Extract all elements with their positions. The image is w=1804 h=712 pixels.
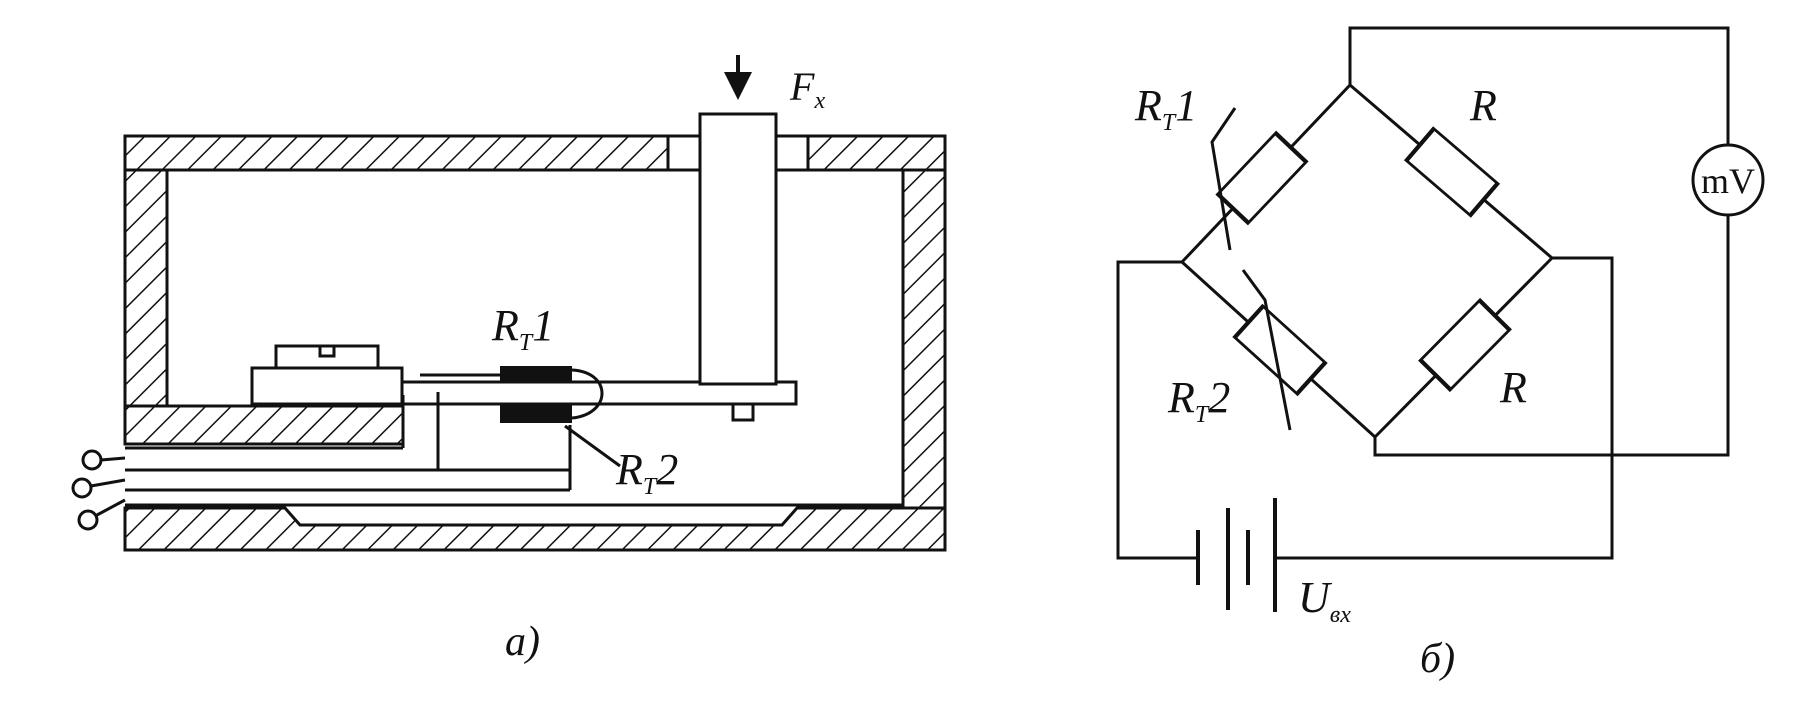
force-plunger: [698, 112, 778, 386]
housing-left-wall: [123, 168, 169, 408]
housing-right-wall: [901, 168, 947, 510]
housing-top-wall: [123, 134, 947, 172]
bridge-circuit: [1116, 26, 1730, 560]
sensor-cross-section: Fx RT1 RT2 а): [71, 55, 947, 665]
strain-gauge-rt1: [500, 366, 572, 382]
force-label: Fx: [789, 64, 825, 114]
rt1-label-left: RT1: [491, 301, 554, 356]
caption-b: б): [1420, 636, 1455, 682]
housing-bottom-wall: [123, 506, 947, 552]
terminal-2: [71, 477, 93, 499]
voltage-label: Uвх: [1298, 573, 1351, 628]
clamp-screw: [274, 344, 380, 368]
terminal-3: [77, 509, 99, 531]
r-top-label: R: [1469, 81, 1497, 130]
resistor-rt2: [1232, 303, 1328, 397]
battery-icon: [1196, 498, 1277, 612]
force-arrow-icon: [724, 72, 752, 100]
resistor-rt1: [1215, 130, 1309, 226]
resistor-r-top: [1403, 126, 1501, 218]
clamp-block: [250, 366, 404, 406]
housing-base: [123, 404, 405, 446]
rt1-label-right: RT1: [1134, 81, 1197, 136]
thermistor-slash-rt1: [1210, 107, 1237, 251]
terminal-1: [81, 449, 103, 471]
beam-stop: [731, 402, 755, 422]
resistor-r-bottom: [1418, 297, 1512, 393]
r-bottom-label: R: [1499, 363, 1527, 412]
strain-gauge-rt2: [500, 405, 572, 423]
meter-label: mV: [1701, 161, 1755, 201]
caption-a: а): [505, 619, 540, 665]
thermistor-slash-rt2: [1241, 269, 1292, 431]
rt2-label-left: RT2: [615, 445, 678, 500]
rt2-label-right: RT2: [1167, 373, 1230, 428]
millivoltmeter: [1691, 143, 1765, 217]
